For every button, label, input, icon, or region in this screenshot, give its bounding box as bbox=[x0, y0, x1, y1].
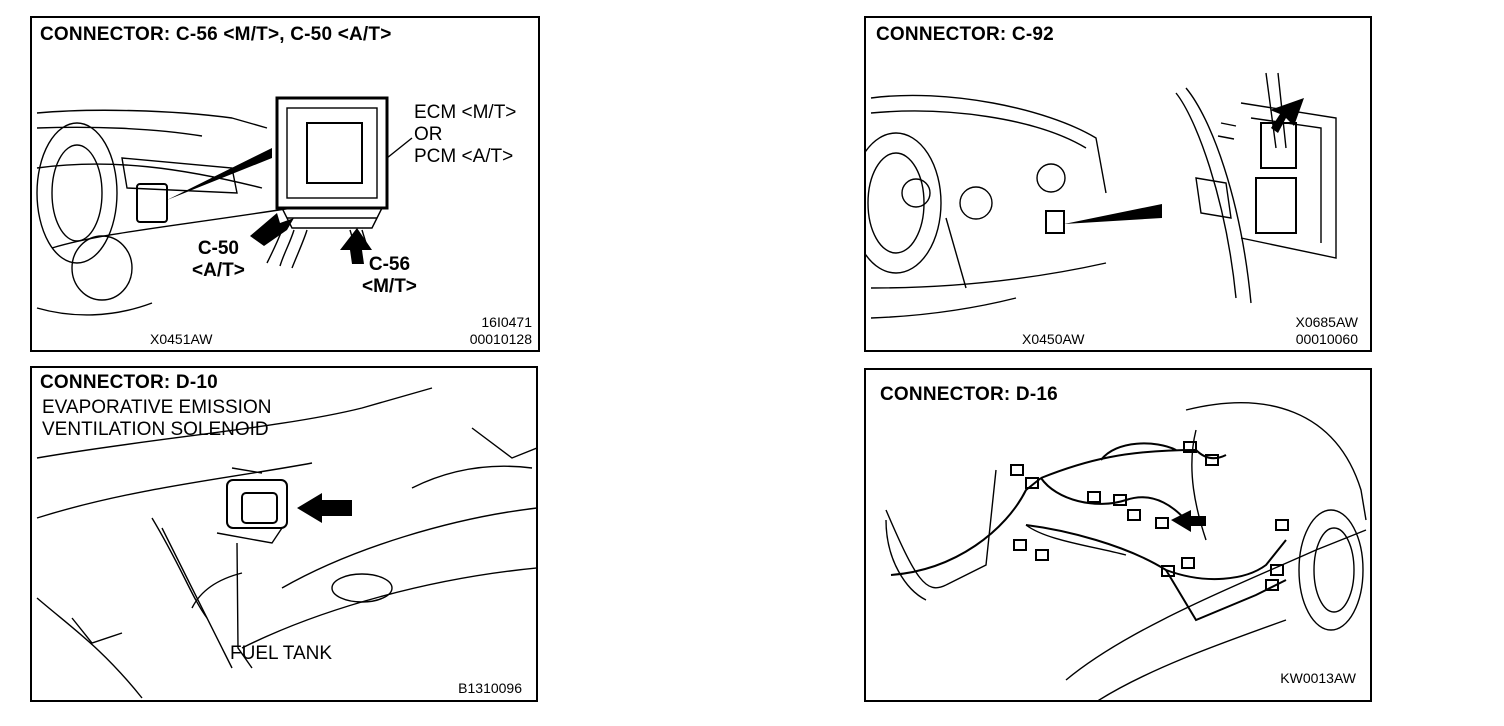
arrow-icon bbox=[297, 493, 352, 523]
panel-c56-c50: CONNECTOR: C-56 <M/T>, C-50 <A/T> ECM <M… bbox=[30, 16, 540, 352]
figure-code-right: B1310096 bbox=[458, 680, 522, 696]
wiring-harness-icon bbox=[890, 442, 1287, 622]
arrow-icon bbox=[340, 228, 372, 264]
solenoid-icon bbox=[216, 467, 288, 544]
panel-c92: CONNECTOR: C-92 X0450AW X0685AW 00010060 bbox=[864, 16, 1372, 352]
panel-title: CONNECTOR: C-56 <M/T>, C-50 <A/T> bbox=[40, 24, 392, 45]
panel-d10: CONNECTOR: D-10 EVAPORATIVE EMISSION VEN… bbox=[30, 366, 538, 702]
arrow-icon bbox=[1270, 98, 1304, 133]
panel-title: CONNECTOR: D-10 bbox=[40, 372, 218, 393]
arrow-icon bbox=[1171, 510, 1206, 532]
connector-icon bbox=[1045, 210, 1065, 234]
connector-detail-illustration bbox=[1175, 72, 1337, 304]
instrument-panel-illustration bbox=[866, 72, 1337, 319]
panel-title: CONNECTOR: C-92 bbox=[876, 24, 1054, 45]
ecm-location-icon bbox=[136, 183, 168, 223]
component-label: EVAPORATIVE EMISSION VENTILATION SOLENOI… bbox=[42, 397, 272, 440]
fuel-tank-illustration bbox=[36, 387, 536, 699]
panel-title: CONNECTOR: D-16 bbox=[880, 384, 1058, 405]
fuel-tank-label: FUEL TANK bbox=[230, 643, 333, 664]
arrow-icon bbox=[250, 213, 294, 246]
panel-d16: CONNECTOR: D-16 KW0013AW bbox=[864, 368, 1372, 702]
figure-code-right: 16I0471 00010128 bbox=[469, 314, 532, 347]
figure-code-left: X0450AW bbox=[1022, 331, 1085, 347]
ecm-label: ECM <M/T> OR PCM <A/T> bbox=[414, 102, 517, 167]
figure-code-left: X0451AW bbox=[150, 331, 213, 347]
figure-code-right: X0685AW 00010060 bbox=[1295, 314, 1358, 347]
c56-label: C-56 <M/T> bbox=[362, 254, 417, 297]
dashboard-illustration bbox=[36, 96, 413, 316]
ecm-module-icon bbox=[275, 96, 389, 229]
vehicle-harness-illustration bbox=[885, 402, 1367, 700]
connector-icon bbox=[1010, 441, 1289, 591]
figure-code-right: KW0013AW bbox=[1280, 670, 1356, 686]
c50-label: C-50 <A/T> bbox=[192, 238, 245, 281]
